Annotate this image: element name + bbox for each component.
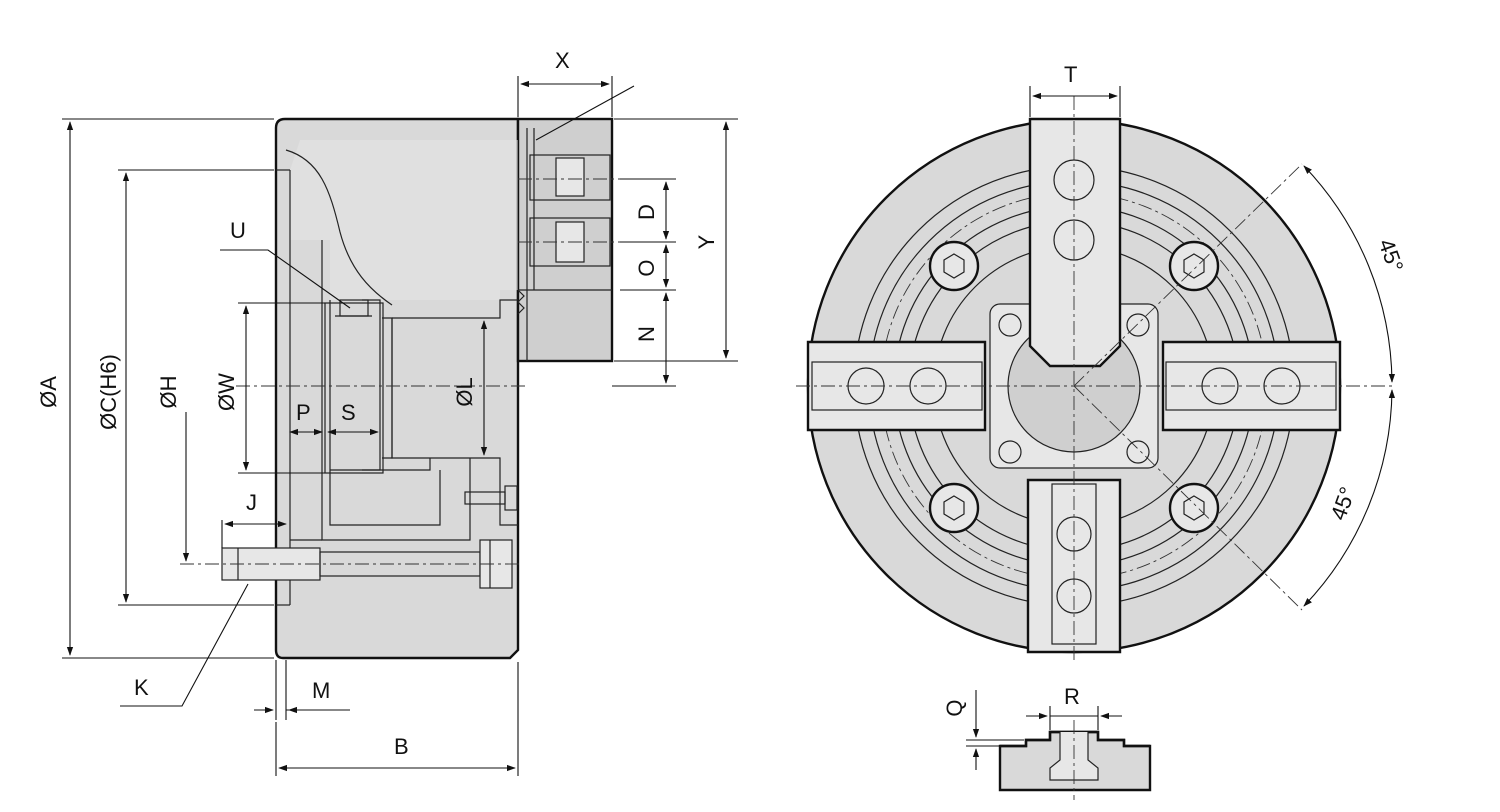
label-angle-top: 45°: [1374, 236, 1409, 276]
label-dia-h: ØH: [156, 376, 181, 409]
label-s: S: [341, 400, 356, 425]
side-view-dimensions: [62, 76, 738, 776]
label-angle-bottom: 45°: [1326, 484, 1361, 524]
label-p: P: [296, 400, 311, 425]
label-d: D: [634, 204, 659, 220]
label-y: Y: [694, 234, 719, 249]
label-r: R: [1064, 684, 1080, 709]
label-dia-l: ØL: [452, 377, 477, 406]
side-view: [180, 117, 620, 660]
label-x: X: [555, 48, 570, 73]
front-view-dimensions: [1029, 86, 1396, 607]
label-b: B: [394, 734, 409, 759]
label-n: N: [634, 326, 659, 342]
front-view: [796, 96, 1396, 662]
t-slot-detail: Q R: [942, 684, 1152, 800]
label-dia-c: ØC(H6): [96, 354, 121, 430]
label-u: U: [230, 218, 246, 243]
side-view-labels: ØA ØC(H6) ØH ØW ØL U P S J K M B X Y D O…: [36, 48, 719, 759]
label-dia-a: ØA: [36, 376, 61, 408]
label-t: T: [1064, 62, 1077, 87]
label-k: K: [134, 675, 149, 700]
label-q: Q: [942, 699, 967, 716]
label-dia-w: ØW: [214, 373, 239, 411]
label-j: J: [246, 490, 257, 515]
label-o: O: [634, 259, 659, 276]
label-m: M: [312, 678, 330, 703]
